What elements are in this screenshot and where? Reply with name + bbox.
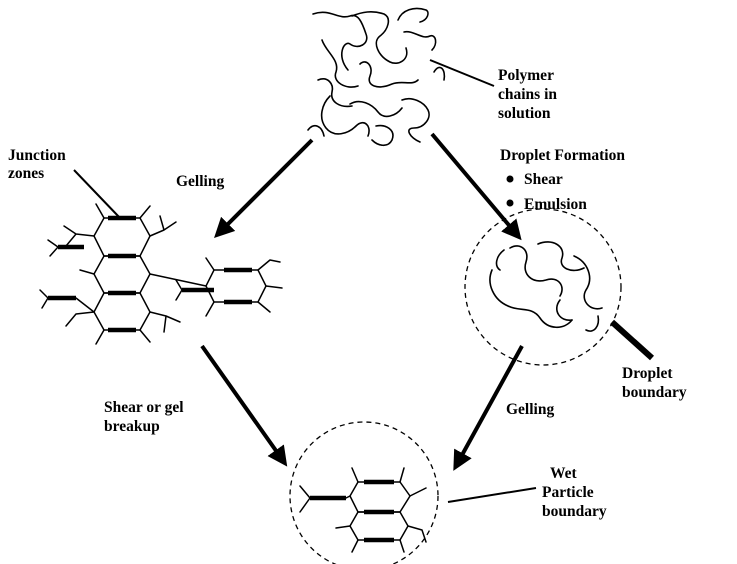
droplet [464, 208, 655, 366]
arrow-gelling-right [453, 345, 524, 471]
droplet-formation-title: Droplet Formation [500, 147, 625, 164]
gelling-label-left: Gelling [176, 173, 224, 190]
droplet-boundary-label: Droplet boundary [622, 365, 687, 401]
polymer-chains-cluster [307, 7, 495, 147]
arrow-gelling-left [214, 138, 314, 238]
arrow-shear-breakup [200, 344, 288, 467]
arrow-droplet-formation [430, 132, 522, 241]
gelling-label-right: Gelling [506, 401, 554, 418]
arrows [200, 132, 524, 471]
wet-particle [289, 421, 537, 564]
droplet-boundary-circle [464, 208, 622, 366]
gel-network [39, 169, 283, 345]
bullet-shear: Shear [524, 171, 563, 188]
junction-zones-label: Junction zones [8, 147, 70, 182]
polymer-chains-label: Polymer chains in solution [498, 67, 561, 122]
bullet-dot [506, 199, 514, 207]
shear-breakup-label: Shear or gel breakup [104, 399, 187, 435]
bullet-emulsion: Emulsion [524, 196, 587, 213]
bullet-dot [506, 175, 514, 183]
wet-particle-boundary-circle [289, 421, 439, 564]
wet-particle-label: Wet Particle boundary [542, 465, 607, 520]
